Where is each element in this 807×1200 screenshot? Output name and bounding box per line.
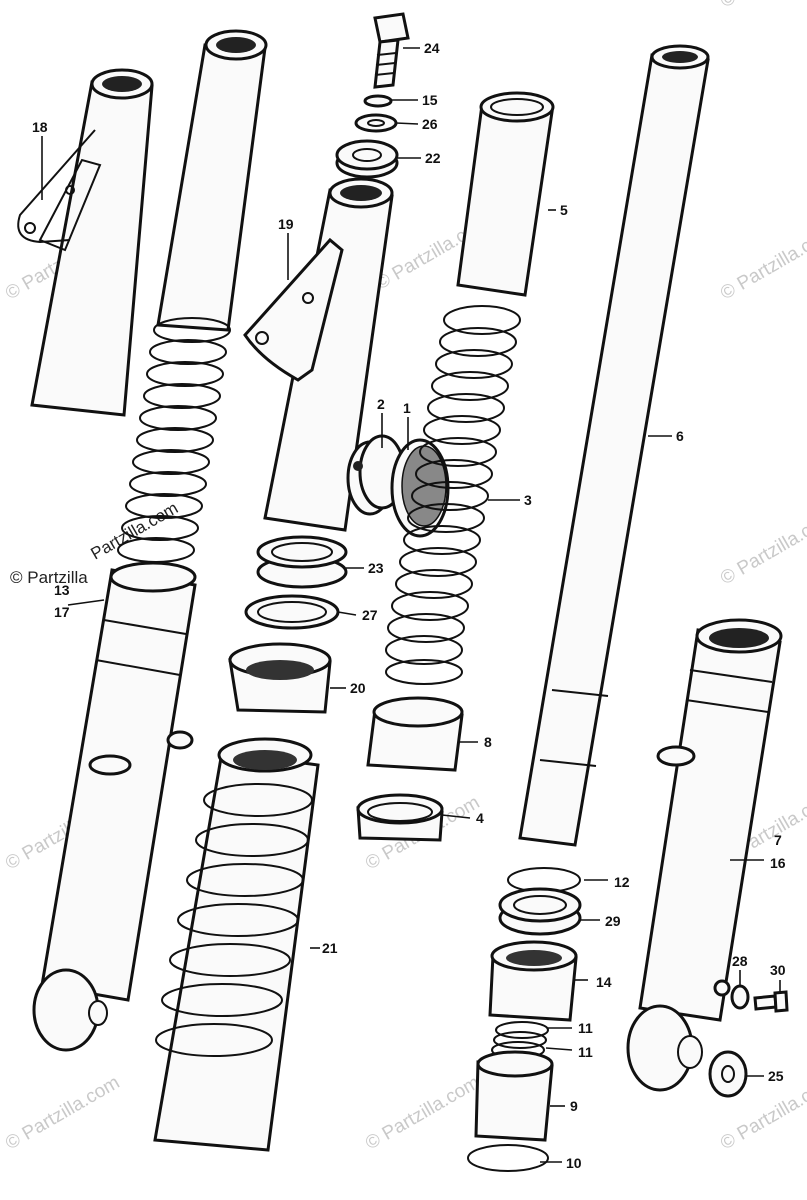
- part-5-spacer-tube[interactable]: [456, 91, 555, 297]
- watermark-domain: Partzilla.com: [88, 498, 182, 563]
- part-3-spring[interactable]: [385, 305, 521, 685]
- callout-19: 19: [278, 216, 294, 232]
- watermark: © Partzilla.com: [717, 222, 807, 304]
- part-6-inner-tube[interactable]: [518, 44, 710, 847]
- callout-22: 22: [425, 150, 441, 166]
- part-19-fork-cover[interactable]: [243, 177, 394, 532]
- part-29-seal[interactable]: [498, 887, 582, 936]
- callout-13: 13: [54, 582, 70, 598]
- callout-10: 10: [566, 1155, 582, 1171]
- part-13-left-fork-assembly[interactable]: [32, 29, 268, 1052]
- watermark: © Partzilla.com: [362, 1072, 483, 1154]
- callout-23: 23: [368, 560, 384, 576]
- part-9-sleeve[interactable]: [474, 1050, 554, 1142]
- part-18-fork-cover[interactable]: [17, 68, 154, 417]
- part-10-circlip[interactable]: [467, 1144, 549, 1172]
- callout-8: 8: [484, 734, 492, 750]
- callout-7: 7: [774, 832, 782, 848]
- callout-2: 2: [377, 396, 385, 412]
- part-27-washer[interactable]: [244, 594, 340, 630]
- part-7-right-slider[interactable]: [626, 618, 783, 1092]
- watermark: © Partzilla.com: [717, 0, 807, 12]
- callout-25: 25: [768, 1068, 784, 1084]
- part-14-piston[interactable]: [488, 940, 578, 1022]
- part-4-cup[interactable]: [356, 793, 444, 842]
- part-15-washer[interactable]: [363, 94, 393, 108]
- callout-27: 27: [362, 607, 378, 623]
- part-24-bolt[interactable]: [373, 12, 410, 89]
- leader-lines: [41, 47, 781, 1163]
- watermark: © Partzilla.com: [2, 1072, 123, 1154]
- part-22-nut[interactable]: [335, 139, 399, 179]
- watermark: © Partzilla.com: [717, 507, 807, 589]
- callout-12: 12: [614, 874, 630, 890]
- callout-15: 15: [422, 92, 438, 108]
- callout-26: 26: [422, 116, 438, 132]
- callout-16: 16: [770, 855, 786, 871]
- callout-5: 5: [560, 202, 568, 218]
- left-fork-spring: [117, 317, 231, 563]
- callout-4: 4: [476, 810, 484, 826]
- callout-30: 30: [770, 962, 786, 978]
- part-23-seal[interactable]: [256, 535, 348, 589]
- callout-6: 6: [676, 428, 684, 444]
- part-30-bolt[interactable]: [753, 990, 789, 1013]
- part-25-washer[interactable]: [708, 1050, 748, 1098]
- watermark-copyright: © Partzilla: [10, 568, 88, 587]
- callout-14: 14: [596, 974, 612, 990]
- part-2-damper-cap[interactable]: [346, 434, 406, 516]
- part-8-collar[interactable]: [366, 696, 464, 772]
- callout-11a: 11: [578, 1020, 593, 1036]
- callout-20: 20: [350, 680, 366, 696]
- callout-17: 17: [54, 604, 70, 620]
- callout-24: 24: [424, 40, 440, 56]
- callout-29: 29: [605, 913, 621, 929]
- part-28-washer[interactable]: [730, 984, 750, 1010]
- part-20-bushing[interactable]: [228, 642, 332, 714]
- part-26-washer[interactable]: [354, 113, 398, 133]
- callout-28: 28: [732, 953, 748, 969]
- callout-3: 3: [524, 492, 532, 508]
- callout-18: 18: [32, 119, 48, 135]
- callout-21: 21: [322, 940, 338, 956]
- part-21-dust-boot[interactable]: [153, 737, 320, 1152]
- callout-1: 1: [403, 400, 411, 416]
- callout-9: 9: [570, 1098, 578, 1114]
- callout-11b: 11: [578, 1044, 593, 1060]
- callout-labels: 24 15 26 22 5 18 19 6 2 1 3 13 17 23 27 …: [32, 40, 786, 1171]
